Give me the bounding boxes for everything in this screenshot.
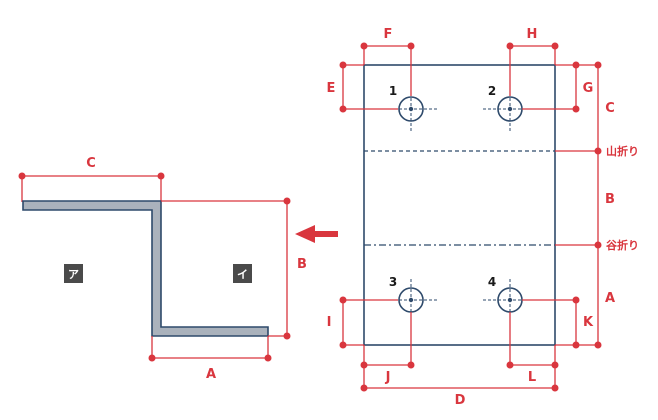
dim-j: J bbox=[360, 312, 415, 385]
dim-f: F bbox=[360, 27, 415, 96]
flat-plate: 1 2 3 4 F bbox=[327, 27, 639, 408]
hole-number-2: 2 bbox=[488, 84, 496, 98]
dim-label-d: D bbox=[455, 393, 466, 408]
dim-b-side: B bbox=[161, 197, 307, 340]
svg-text:ア: ア bbox=[68, 268, 79, 281]
dim-label-k: K bbox=[583, 315, 594, 330]
dim-e: E bbox=[327, 61, 398, 113]
z-profile bbox=[22, 200, 269, 337]
dim-h: H bbox=[506, 27, 559, 96]
plate-outline bbox=[363, 64, 556, 346]
dim-c-side: C bbox=[18, 156, 165, 202]
dim-a-side: A bbox=[148, 336, 272, 382]
side-view: C B A ア イ bbox=[18, 156, 307, 382]
svg-text:イ: イ bbox=[237, 268, 248, 281]
dim-label-g: G bbox=[583, 81, 594, 96]
hole-number-4: 4 bbox=[488, 275, 496, 289]
dim-label-i: I bbox=[327, 315, 332, 330]
hole-number-3: 3 bbox=[389, 275, 397, 289]
dim-label-f: F bbox=[384, 27, 393, 42]
dim-label-h: H bbox=[527, 27, 538, 42]
mountain-fold-label: 山折り bbox=[606, 144, 639, 158]
dim-label-a-side: A bbox=[206, 367, 216, 382]
dim-label-b-plate: B bbox=[605, 192, 615, 207]
dim-label-e: E bbox=[327, 81, 336, 96]
dim-label-b-side: B bbox=[297, 257, 307, 272]
dim-k: K bbox=[522, 296, 594, 349]
dim-label-c-plate: C bbox=[605, 101, 615, 116]
valley-fold-label: 谷折り bbox=[606, 238, 639, 252]
dim-chain-right: C B A 山折り 谷折り bbox=[555, 61, 639, 349]
badge-a: ア bbox=[64, 264, 83, 283]
dim-label-l: L bbox=[528, 370, 536, 385]
view-direction-arrow-icon bbox=[295, 225, 338, 243]
dim-d: D bbox=[360, 365, 559, 408]
dim-label-a-plate: A bbox=[605, 291, 615, 306]
dim-i: I bbox=[327, 296, 398, 349]
badge-i: イ bbox=[233, 264, 252, 283]
dim-label-c-side: C bbox=[86, 156, 96, 171]
hole-number-1: 1 bbox=[389, 84, 397, 98]
dim-label-j: J bbox=[385, 370, 391, 385]
